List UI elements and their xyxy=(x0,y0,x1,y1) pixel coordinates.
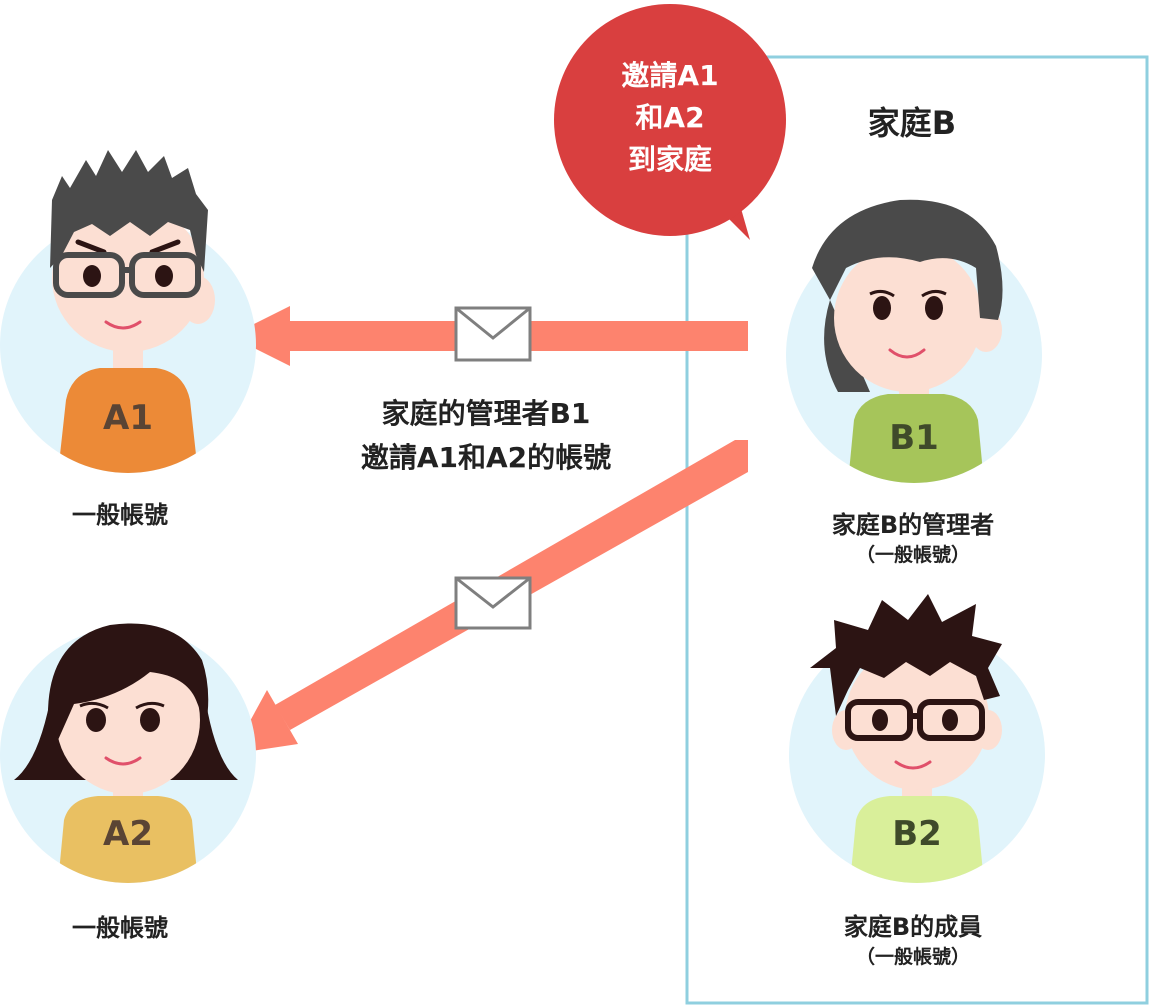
invite-message-line: 邀請A1和A2的帳號 xyxy=(360,441,612,474)
badge-b1: B1 xyxy=(889,418,939,458)
sub-b2: （一般帳號） xyxy=(855,946,970,968)
badge-b2: B2 xyxy=(892,814,942,854)
bubble-line: 和A2 xyxy=(635,101,705,134)
role-b1: 家庭B的管理者 xyxy=(831,511,995,539)
speech-bubble xyxy=(554,4,786,240)
badge-a2: A2 xyxy=(103,814,153,854)
bubble-line: 邀請A1 xyxy=(621,59,719,92)
family-title: 家庭B xyxy=(867,104,957,142)
avatar-a2 xyxy=(0,623,256,883)
avatar-a1 xyxy=(0,150,256,473)
badge-a1: A1 xyxy=(103,398,153,438)
avatar-b2 xyxy=(789,594,1045,883)
avatar-b1 xyxy=(786,199,1042,483)
invite-message: 家庭的管理者B1 邀請A1和A2的帳號 xyxy=(276,392,696,480)
envelope-icon xyxy=(454,576,532,630)
bubble-text: 邀請A1 和A2 到家庭 xyxy=(570,55,770,181)
family-group-box xyxy=(685,55,1149,1005)
label-a2: 一般帳號 xyxy=(72,914,168,942)
bubble-line: 到家庭 xyxy=(627,143,712,176)
invite-message-line: 家庭的管理者B1 xyxy=(381,397,591,430)
label-a1: 一般帳號 xyxy=(72,501,168,529)
envelope-icon xyxy=(454,306,532,362)
sub-b1: （一般帳號） xyxy=(855,544,970,566)
role-b2: 家庭B的成員 xyxy=(843,913,983,941)
